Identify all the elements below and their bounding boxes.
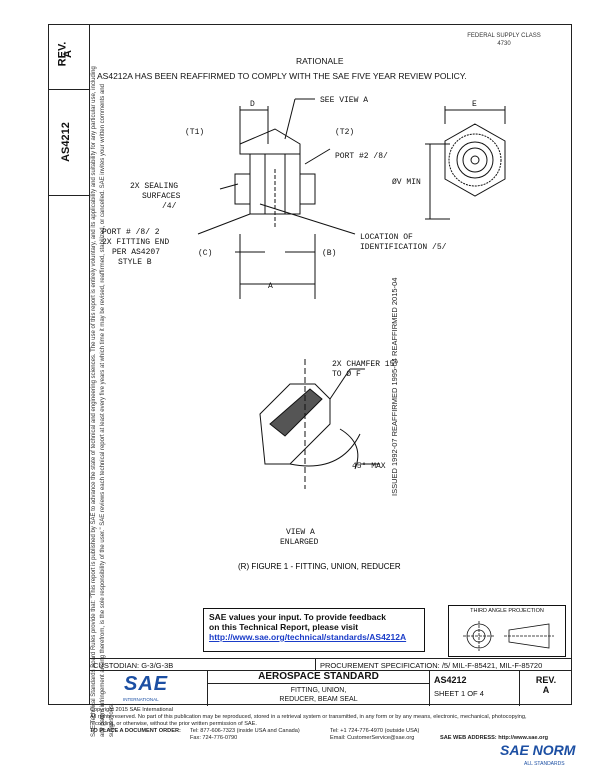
sheet-number: SHEET 1 OF 4 [434, 689, 484, 698]
footer-order: TO PLACE A DOCUMENT ORDER: [90, 728, 181, 734]
footer-rights-2: recording, or otherwise, without the pri… [90, 721, 257, 727]
watermark-sub: ALL STANDARDS [524, 761, 565, 767]
figure-caption: (R) FIGURE 1 - FITTING, UNION, REDUCER [238, 562, 401, 571]
stamp: FEDERAL SUPPLY CLASS 4730 [445, 32, 563, 48]
hex-view [444, 123, 506, 197]
footer-fax: Fax: 724-776-0790 [190, 735, 238, 741]
footer-tel-2: Tel: +1 724-776-4970 (outside USA) [330, 728, 420, 734]
label-t2: (T2) [335, 128, 354, 137]
footer-email: Email: CustomerService@sae.org [330, 735, 415, 741]
category: AEROSPACE STANDARD [208, 671, 429, 684]
doc-number-side: AS4212 [59, 122, 72, 162]
label-loc-2: IDENTIFICATION /5/ [360, 243, 447, 252]
doc-number: AS4212 [434, 675, 467, 685]
label-t1: (T1) [185, 128, 204, 137]
label-chamfer-2: TO Ø F [332, 370, 361, 379]
footer-rights-1: All rights reserved. No part of this pub… [90, 714, 527, 720]
logo-cell: SAE INTERNATIONAL [90, 671, 208, 706]
left-column: REV. A AS4212 [48, 24, 90, 705]
title-block: CUSTODIAN: G-3/G-3B PROCUREMENT SPECIFIC… [90, 658, 572, 706]
title-cell: AEROSPACE STANDARD FITTING, UNION, REDUC… [208, 671, 430, 706]
doc-number-cell: AS4212 [48, 90, 90, 196]
label-view-2: ENLARGED [280, 538, 319, 547]
sae-logo-sub: INTERNATIONAL [123, 697, 159, 702]
stamp-line-1: FEDERAL SUPPLY CLASS [467, 33, 541, 39]
label-port2: PORT #2 /8/ [335, 152, 388, 161]
label-sealing-1: 2X SEALING [130, 182, 178, 191]
title-line-2: REDUCER, BEAM SEAL [279, 696, 358, 703]
label-angle: 45° MAX [352, 462, 386, 471]
label-dia-v: ØV MIN [392, 178, 421, 187]
stamp-line-2: 4730 [497, 41, 511, 47]
label-c: (C) [198, 249, 212, 258]
label-sealing-2: SURFACES [142, 192, 181, 201]
history-text: ISSUED 1992-07 REAFFIRMED 1995-04 REAFFI… [390, 277, 399, 496]
custodian: CUSTODIAN: G-3/G-3B [93, 661, 174, 670]
figure-drawing: SEE VIEW A D (T1) (T2) PORT #2 /8/ 2X SE… [102, 96, 506, 571]
rev-header-value: A [61, 50, 74, 58]
label-see-view: SEE VIEW A [320, 96, 368, 105]
rationale-text: AS4212A HAS BEEN REAFFIRMED TO COMPLY WI… [97, 71, 467, 81]
watermark: SAE NORM [500, 742, 576, 758]
drawing-frame [48, 24, 572, 705]
fitting-head [239, 128, 301, 155]
rev-cell: REV. A [48, 24, 90, 90]
label-view-1: VIEW A [286, 528, 315, 537]
label-b: (B) [322, 249, 336, 258]
label-sealing-3: /4/ [162, 202, 177, 211]
third-angle-label: THIRD ANGLE PROJECTION [470, 608, 544, 614]
procurement: PROCUREMENT SPECIFICATION: /5/ MIL-F-854… [320, 661, 543, 670]
footer: Copyright 2015 SAE International All rig… [90, 707, 560, 742]
doc-cell: AS4212 SHEET 1 OF 4 [430, 671, 520, 706]
third-angle-box: THIRD ANGLE PROJECTION [448, 605, 566, 657]
label-chamfer-1: 2X CHAMFER 15° [332, 360, 399, 369]
footer-web: SAE WEB ADDRESS: http://www.sae.org [440, 735, 549, 741]
sae-logo: SAE [124, 673, 169, 695]
feedback-line-2: on this Technical Report, please visit [209, 622, 359, 632]
enlarged-section [259, 383, 331, 465]
label-d: D [250, 100, 255, 109]
title-line-1: FITTING, UNION, [290, 687, 347, 694]
rev-cell-bottom: REV. A [520, 671, 572, 706]
feedback-box: SAE values your input. To provide feedba… [203, 608, 425, 652]
rationale-title: RATIONALE [296, 56, 344, 66]
rev-value: A [542, 685, 550, 695]
feedback-link[interactable]: http://www.sae.org/technical/standards/A… [209, 632, 407, 642]
label-loc-1: LOCATION OF [360, 233, 413, 242]
rev-label: REV. [535, 675, 557, 685]
label-port1-b: 2X FITTING END [102, 238, 169, 247]
feedback-line-1: SAE values your input. To provide feedba… [209, 612, 386, 622]
title-row-1: CUSTODIAN: G-3/G-3B PROCUREMENT SPECIFIC… [90, 659, 572, 671]
label-port1-d: STYLE B [118, 258, 152, 267]
label-port1-a: PORT # /8/ 2 [102, 228, 160, 237]
footer-copyright: Copyright 2015 SAE International [90, 707, 174, 713]
label-port1-c: PER AS4207 [112, 248, 160, 257]
third-angle-symbol [463, 621, 554, 651]
label-a: A [268, 282, 273, 291]
label-e: E [472, 100, 477, 109]
footer-tel: Tel: 877-606-7323 (inside USA and Canada… [190, 728, 300, 734]
